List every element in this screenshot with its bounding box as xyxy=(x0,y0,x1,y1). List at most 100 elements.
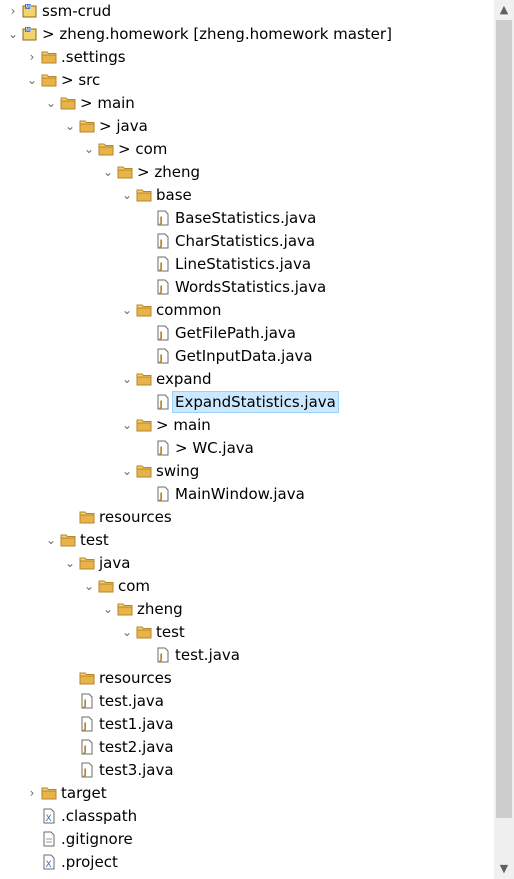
folder-icon xyxy=(136,371,152,387)
tree-item[interactable]: J GetFilePath.java xyxy=(0,322,494,345)
chevron-down-icon[interactable]: ⌄ xyxy=(83,142,95,156)
tree-item-label: resources xyxy=(99,669,172,687)
tree-item[interactable]: ⌄ > main xyxy=(0,414,494,437)
chevron-down-icon[interactable]: ⌄ xyxy=(121,188,133,202)
tree-item[interactable]: ⌄com xyxy=(0,575,494,598)
project-icon: MJ xyxy=(22,3,38,19)
chevron-down-icon[interactable]: ⌄ xyxy=(121,464,133,478)
tree-item-label: zheng xyxy=(137,600,183,618)
tree-item-label: > zheng.homework [zheng.homework master] xyxy=(42,25,392,43)
tree-item-label: GetFilePath.java xyxy=(175,324,296,342)
java-file-icon: J xyxy=(155,325,171,341)
tree-item[interactable]: ⌄ > src xyxy=(0,69,494,92)
svg-text:J: J xyxy=(159,446,163,456)
folder-icon xyxy=(79,670,95,686)
java-file-icon: J xyxy=(79,762,95,778)
tree-item[interactable]: › .settings xyxy=(0,46,494,69)
tree-item[interactable]: X.project xyxy=(0,851,494,874)
java-file-icon: J xyxy=(155,279,171,295)
tree-item[interactable]: ⌄common xyxy=(0,299,494,322)
tree-item[interactable]: ⌄> main xyxy=(0,92,494,115)
vertical-scrollbar[interactable]: ▲ ▼ xyxy=(494,0,514,879)
java-file-icon: J xyxy=(79,716,95,732)
tree-item-label: resources xyxy=(99,508,172,526)
java-file-icon: J xyxy=(155,210,171,226)
tree-item[interactable]: X.classpath xyxy=(0,805,494,828)
chevron-down-icon[interactable]: ⌄ xyxy=(121,418,133,432)
java-file-icon: J xyxy=(79,739,95,755)
chevron-down-icon[interactable]: ⌄ xyxy=(121,303,133,317)
chevron-down-icon[interactable]: ⌄ xyxy=(26,73,38,87)
chevron-down-icon[interactable]: ⌄ xyxy=(64,556,76,570)
java-file-icon: J xyxy=(155,348,171,364)
tree-item[interactable]: ⌄base xyxy=(0,184,494,207)
tree-item-label: > com xyxy=(118,140,168,158)
tree-item-label: > src xyxy=(61,71,101,89)
tree-item-label: .settings xyxy=(61,48,126,66)
folder-icon xyxy=(136,187,152,203)
tree-item-label: > main xyxy=(156,416,211,434)
java-file-icon: J xyxy=(155,256,171,272)
tree-item-label: .project xyxy=(61,853,118,871)
folder-icon xyxy=(41,785,57,801)
svg-text:J: J xyxy=(159,354,163,364)
chevron-down-icon[interactable]: ⌄ xyxy=(64,119,76,133)
chevron-right-icon[interactable]: › xyxy=(29,50,35,64)
project-icon: MJ xyxy=(22,26,38,42)
xml-file-icon: X xyxy=(41,854,57,870)
folder-icon xyxy=(136,624,152,640)
scroll-up-arrow-icon[interactable]: ▲ xyxy=(499,3,509,16)
tree-item[interactable]: ⌄swing xyxy=(0,460,494,483)
scrollbar-thumb[interactable] xyxy=(496,20,512,818)
java-file-icon: J xyxy=(155,233,171,249)
tree-item-label: test2.java xyxy=(99,738,174,756)
svg-text:J: J xyxy=(159,331,163,341)
tree-item[interactable]: ›target xyxy=(0,782,494,805)
tree-item[interactable]: ⌄> java xyxy=(0,115,494,138)
chevron-down-icon[interactable]: ⌄ xyxy=(121,372,133,386)
folder-icon xyxy=(136,463,152,479)
chevron-down-icon[interactable]: ⌄ xyxy=(102,602,114,616)
svg-text:J: J xyxy=(159,239,163,249)
folder-icon xyxy=(79,509,95,525)
tree-item-label: test xyxy=(80,531,109,549)
chevron-right-icon[interactable]: › xyxy=(10,4,16,18)
folder-icon xyxy=(79,118,95,134)
tree-item-label: test1.java xyxy=(99,715,174,733)
tree-item[interactable]: .gitignore xyxy=(0,828,494,851)
svg-text:J: J xyxy=(83,745,87,755)
tree-item[interactable]: ⌄ test xyxy=(0,529,494,552)
chevron-down-icon[interactable]: ⌄ xyxy=(102,165,114,179)
tree-item[interactable]: ⌄test xyxy=(0,621,494,644)
chevron-down-icon[interactable]: ⌄ xyxy=(45,533,57,547)
chevron-down-icon[interactable]: ⌄ xyxy=(83,579,95,593)
tree-item[interactable]: ⌄ > com xyxy=(0,138,494,161)
chevron-down-icon[interactable]: ⌄ xyxy=(45,96,57,110)
tree-item[interactable]: resources xyxy=(0,506,494,529)
chevron-down-icon[interactable]: ⌄ xyxy=(121,625,133,639)
tree-item[interactable]: ⌄ zheng xyxy=(0,598,494,621)
chevron-right-icon[interactable]: › xyxy=(29,786,35,800)
tree-item[interactable]: resources xyxy=(0,667,494,690)
tree-item[interactable]: ⌄MJ> zheng.homework [zheng.homework mast… xyxy=(0,23,494,46)
tree-item[interactable]: ⌄java xyxy=(0,552,494,575)
tree-item[interactable]: ⌄> zheng xyxy=(0,161,494,184)
tree-item[interactable]: J> WC.java xyxy=(0,437,494,460)
folder-icon xyxy=(79,555,95,571)
chevron-down-icon[interactable]: ⌄ xyxy=(7,27,19,41)
scroll-down-arrow-icon[interactable]: ▼ xyxy=(499,862,509,875)
tree-item[interactable]: ⌄expand xyxy=(0,368,494,391)
